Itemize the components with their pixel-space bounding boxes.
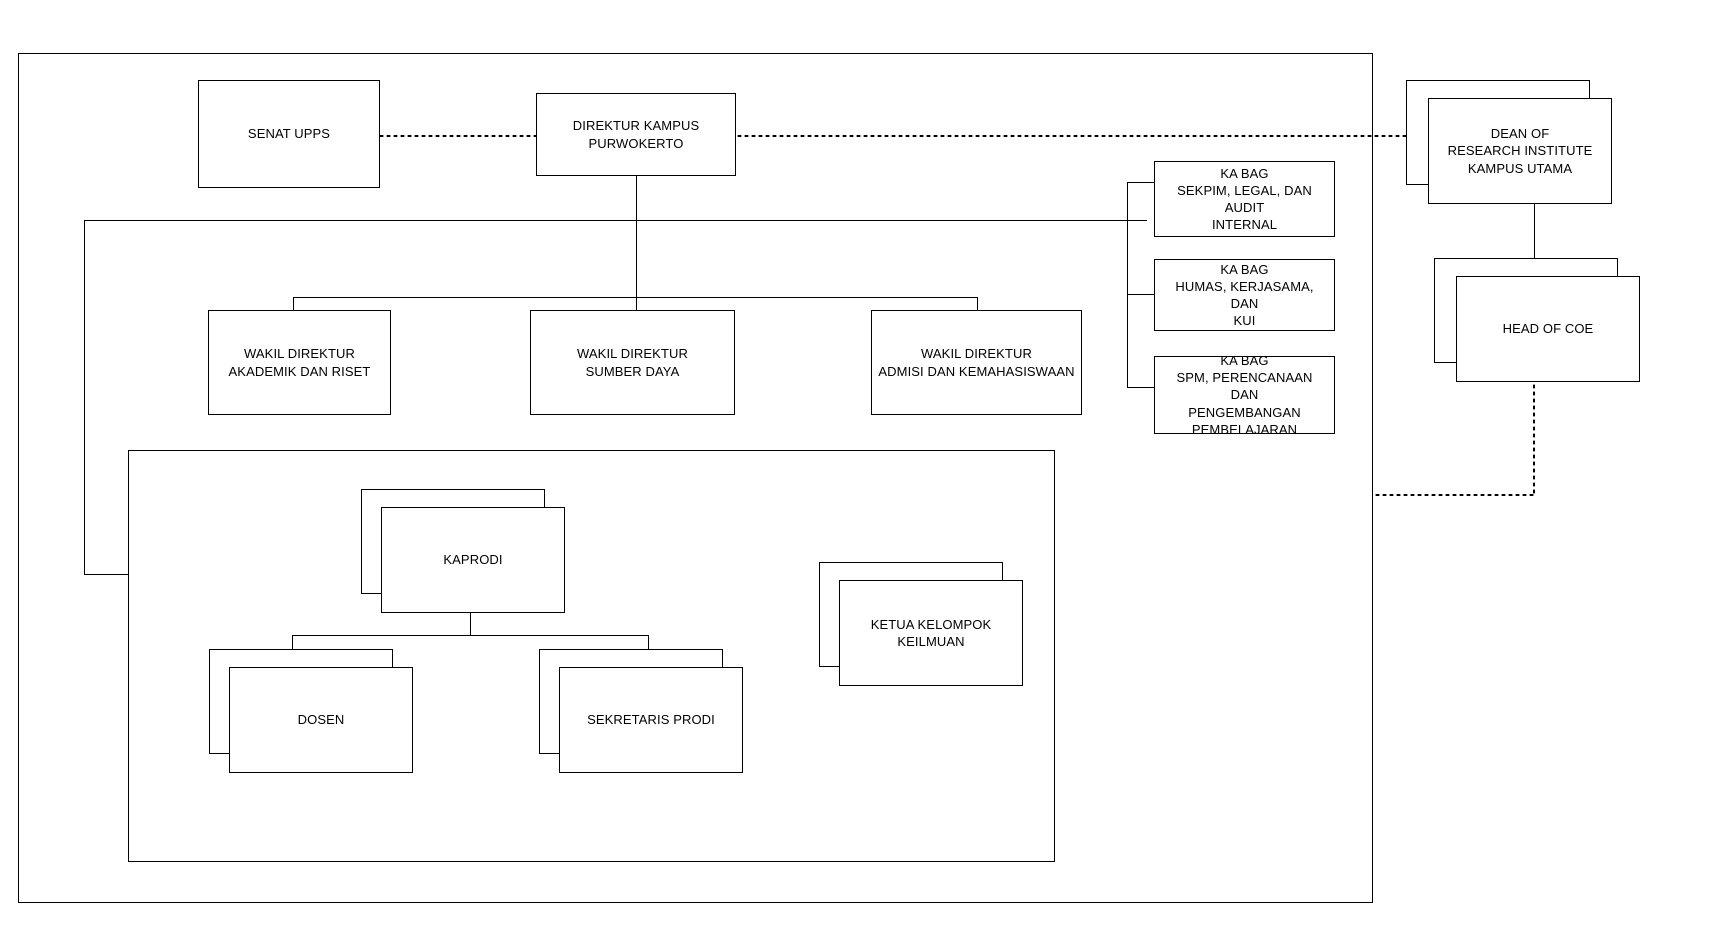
node-head-of-coe[interactable]: HEAD OF COE bbox=[1456, 276, 1640, 382]
node-ketua-kelompok-keilmuan[interactable]: KETUA KELOMPOK KEILMUAN bbox=[839, 580, 1023, 686]
node-kaprodi[interactable]: KAPRODI bbox=[381, 507, 565, 613]
sekretaris-prodi-drop-line bbox=[648, 635, 649, 649]
akademik-riser-line bbox=[84, 220, 85, 574]
node-head-of-coe-label: HEAD OF COE bbox=[1502, 321, 1594, 337]
coe-dotted-down-line bbox=[1533, 383, 1535, 495]
node-ka-bag-sekpim-label: KA BAG SEKPIM, LEGAL, DAN AUDIT INTERNAL bbox=[1177, 165, 1312, 233]
node-dean-research-institute[interactable]: DEAN OF RESEARCH INSTITUTE KAMPUS UTAMA bbox=[1428, 98, 1612, 204]
direktur-dean-dotted-link bbox=[736, 135, 1432, 137]
node-ka-bag-spm[interactable]: KA BAG SPM, PERENCANAAN DAN PENGEMBANGAN… bbox=[1154, 353, 1335, 437]
senat-direktur-dotted-link bbox=[378, 135, 538, 137]
node-ka-bag-spm-label: KA BAG SPM, PERENCANAAN DAN PENGEMBANGAN… bbox=[1176, 353, 1313, 437]
wakil-admisi-drop-line bbox=[977, 297, 978, 311]
node-wakil-direktur-sumber-daya[interactable]: WAKIL DIREKTUR SUMBER DAYA bbox=[530, 310, 735, 415]
kabag-sekpim-connector bbox=[1127, 182, 1154, 183]
node-wakil-direktur-akademik[interactable]: WAKIL DIREKTUR AKADEMIK DAN RISET bbox=[208, 310, 391, 415]
kabag-spm-connector bbox=[1127, 387, 1154, 388]
node-ka-bag-humas[interactable]: KA BAG HUMAS, KERJASAMA, DAN KUI bbox=[1154, 259, 1335, 331]
node-wakil-direktur-sumber-daya-label: WAKIL DIREKTUR SUMBER DAYA bbox=[577, 346, 688, 379]
direktur-vertical-line bbox=[636, 176, 637, 297]
wakil-akademik-drop-line bbox=[293, 297, 294, 311]
akademik-elbow-line bbox=[84, 574, 129, 575]
kabag-humas-connector bbox=[1127, 294, 1154, 295]
node-wakil-direktur-admisi[interactable]: WAKIL DIREKTUR ADMISI DAN KEMAHASISWAAN bbox=[871, 310, 1082, 415]
node-wakil-direktur-admisi-label: WAKIL DIREKTUR ADMISI DAN KEMAHASISWAAN bbox=[878, 346, 1075, 379]
coe-dotted-left-line bbox=[1374, 494, 1535, 496]
node-dosen-label: DOSEN bbox=[297, 712, 345, 728]
node-senat-upps[interactable]: SENAT UPPS bbox=[198, 80, 380, 188]
kaprodi-stem-line bbox=[470, 613, 471, 635]
dosen-drop-line bbox=[292, 635, 293, 649]
prodi-inner-frame bbox=[128, 450, 1055, 862]
kaprodi-bracket-line bbox=[292, 635, 648, 636]
node-ka-bag-sekpim[interactable]: KA BAG SEKPIM, LEGAL, DAN AUDIT INTERNAL bbox=[1154, 161, 1335, 237]
node-dosen[interactable]: DOSEN bbox=[229, 667, 413, 773]
wakil-sumberdaya-drop-line bbox=[636, 297, 637, 311]
node-direktur-kampus[interactable]: DIREKTUR KAMPUS PURWOKERTO bbox=[536, 93, 736, 176]
node-sekretaris-prodi[interactable] bbox=[559, 667, 743, 773]
node-dean-research-institute-label: DEAN OF RESEARCH INSTITUTE KAMPUS UTAMA bbox=[1447, 126, 1593, 176]
node-wakil-direktur-akademik-label: WAKIL DIREKTUR AKADEMIK DAN RISET bbox=[228, 346, 371, 379]
node-direktur-kampus-label: DIREKTUR KAMPUS PURWOKERTO bbox=[572, 118, 700, 151]
outer-unit-frame bbox=[18, 53, 1373, 903]
node-sekretaris-prodi-label: SEKRETARIS PRODI bbox=[587, 712, 715, 728]
node-ketua-kelompok-keilmuan-label: KETUA KELOMPOK KEILMUAN bbox=[870, 616, 992, 649]
dean-coe-connector-line bbox=[1534, 188, 1535, 258]
wakil-bracket-line bbox=[293, 297, 978, 298]
direktur-kabag-bus-line bbox=[84, 220, 1147, 221]
node-kaprodi-label: KAPRODI bbox=[443, 552, 503, 568]
node-ka-bag-humas-label: KA BAG HUMAS, KERJASAMA, DAN KUI bbox=[1175, 261, 1314, 329]
node-sekretaris-prodi-text-layer: SEKRETARIS PRODI bbox=[559, 667, 743, 773]
node-senat-upps-label: SENAT UPPS bbox=[247, 126, 331, 142]
kabag-bracket-vertical bbox=[1127, 182, 1128, 387]
